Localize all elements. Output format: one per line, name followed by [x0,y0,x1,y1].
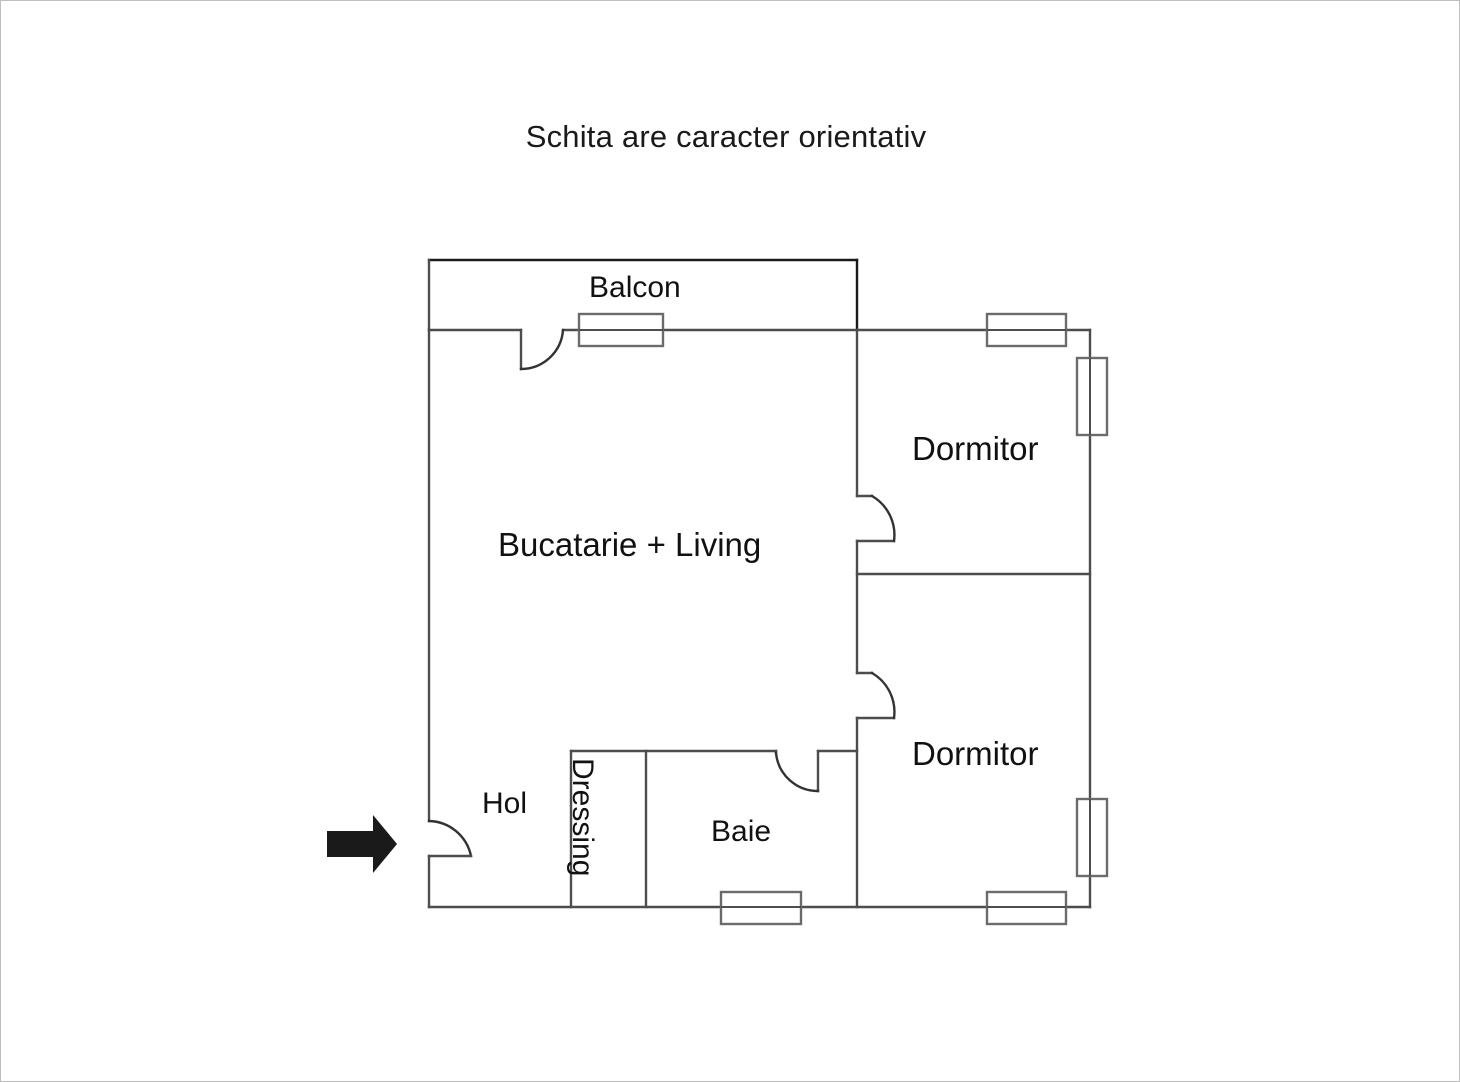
room-label-dormitor-1: Dormitor [912,430,1039,467]
door-arc-balcony [519,328,565,371]
room-label-bucatarie-living: Bucatarie + Living [498,526,762,563]
room-label-hol: Hol [482,787,528,820]
window-dormitor1-right [1075,356,1109,437]
room-label-dressing: Dressing [566,758,599,877]
room-label-dormitor-2: Dormitor [912,735,1039,772]
entrance-arrow-icon [327,815,397,873]
door-arc-dormitor1 [870,494,896,543]
door-arc-baie [774,751,820,793]
room-label-baie: Baie [711,815,772,848]
window-dormitor2-right [1075,797,1109,878]
door-arc-entrance [427,819,473,858]
door-arc-dormitor2 [870,671,896,720]
room-label-balcon: Balcon [589,271,681,304]
page-title: Schita are caracter orientativ [525,119,927,154]
